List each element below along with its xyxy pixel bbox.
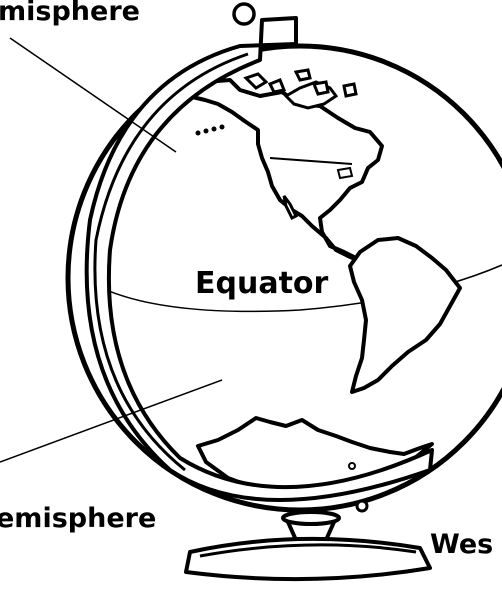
- small-island: [349, 463, 355, 469]
- northern-hemisphere-label: misphere: [0, 0, 140, 27]
- top-knob: [234, 4, 254, 24]
- equator-label: Equator: [195, 266, 329, 301]
- western-hemisphere-label: Wes: [430, 529, 493, 560]
- bottom-pivot: [357, 501, 367, 511]
- southern-hemisphere-label: emisphere: [0, 503, 156, 534]
- stand-collar: [283, 512, 339, 524]
- great-lakes: [338, 168, 352, 178]
